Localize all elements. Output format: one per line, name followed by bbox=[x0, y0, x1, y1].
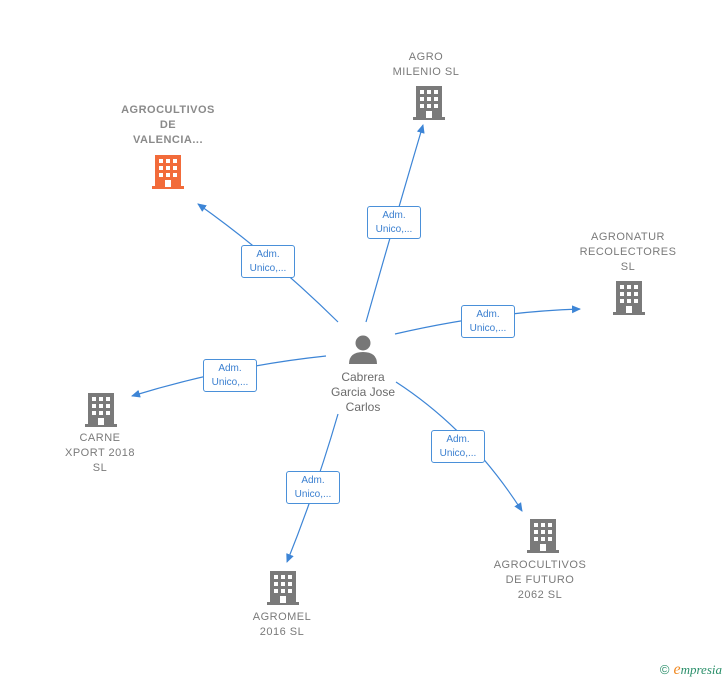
company-label: AGROCULTIVOS DE FUTURO 2062 SL bbox=[493, 559, 587, 601]
building-icon bbox=[267, 571, 299, 605]
edge-label-carne-xport[interactable]: Adm. Unico,... bbox=[203, 359, 257, 392]
empresia-watermark: ©empresia bbox=[660, 661, 722, 679]
company-label: AGRONATUR RECOLECTORES SL bbox=[579, 231, 677, 273]
edge-label-agronatur[interactable]: Adm. Unico,... bbox=[461, 305, 515, 338]
building-icon bbox=[85, 393, 117, 427]
person-icon bbox=[349, 335, 377, 364]
building-icon bbox=[613, 281, 645, 315]
person-name: Cabrera Garcia Jose Carlos bbox=[330, 370, 396, 414]
company-agrocultivos-valencia[interactable]: AGROCULTIVOS DE VALENCIA... bbox=[106, 103, 230, 148]
brand-initial: e bbox=[673, 661, 681, 678]
building-icon bbox=[413, 86, 445, 120]
brand-name: mpresia bbox=[680, 662, 722, 677]
company-label: AGROMEL 2016 SL bbox=[252, 611, 312, 638]
company-label: AGRO MILENIO SL bbox=[392, 51, 460, 78]
company-agronatur[interactable]: AGRONATUR RECOLECTORES SL bbox=[568, 230, 688, 275]
building-icon bbox=[527, 519, 559, 553]
edge-label-agrocultivos-valencia[interactable]: Adm. Unico,... bbox=[241, 245, 295, 278]
copyright-symbol: © bbox=[659, 662, 670, 677]
edge-label-agrocultivos-futuro[interactable]: Adm. Unico,... bbox=[431, 430, 485, 463]
company-label: CARNE XPORT 2018 SL bbox=[64, 432, 136, 474]
edge-label-agromel[interactable]: Adm. Unico,... bbox=[286, 471, 340, 504]
company-label: AGROCULTIVOS DE VALENCIA... bbox=[121, 104, 215, 146]
company-agrocultivos-futuro[interactable]: AGROCULTIVOS DE FUTURO 2062 SL bbox=[480, 558, 600, 603]
edge-label-agro-milenio[interactable]: Adm. Unico,... bbox=[367, 206, 421, 239]
building-icon bbox=[152, 155, 184, 189]
company-agro-milenio[interactable]: AGRO MILENIO SL bbox=[370, 50, 482, 80]
company-agromel[interactable]: AGROMEL 2016 SL bbox=[232, 610, 332, 640]
company-carne-xport[interactable]: CARNE XPORT 2018 SL bbox=[50, 431, 150, 476]
